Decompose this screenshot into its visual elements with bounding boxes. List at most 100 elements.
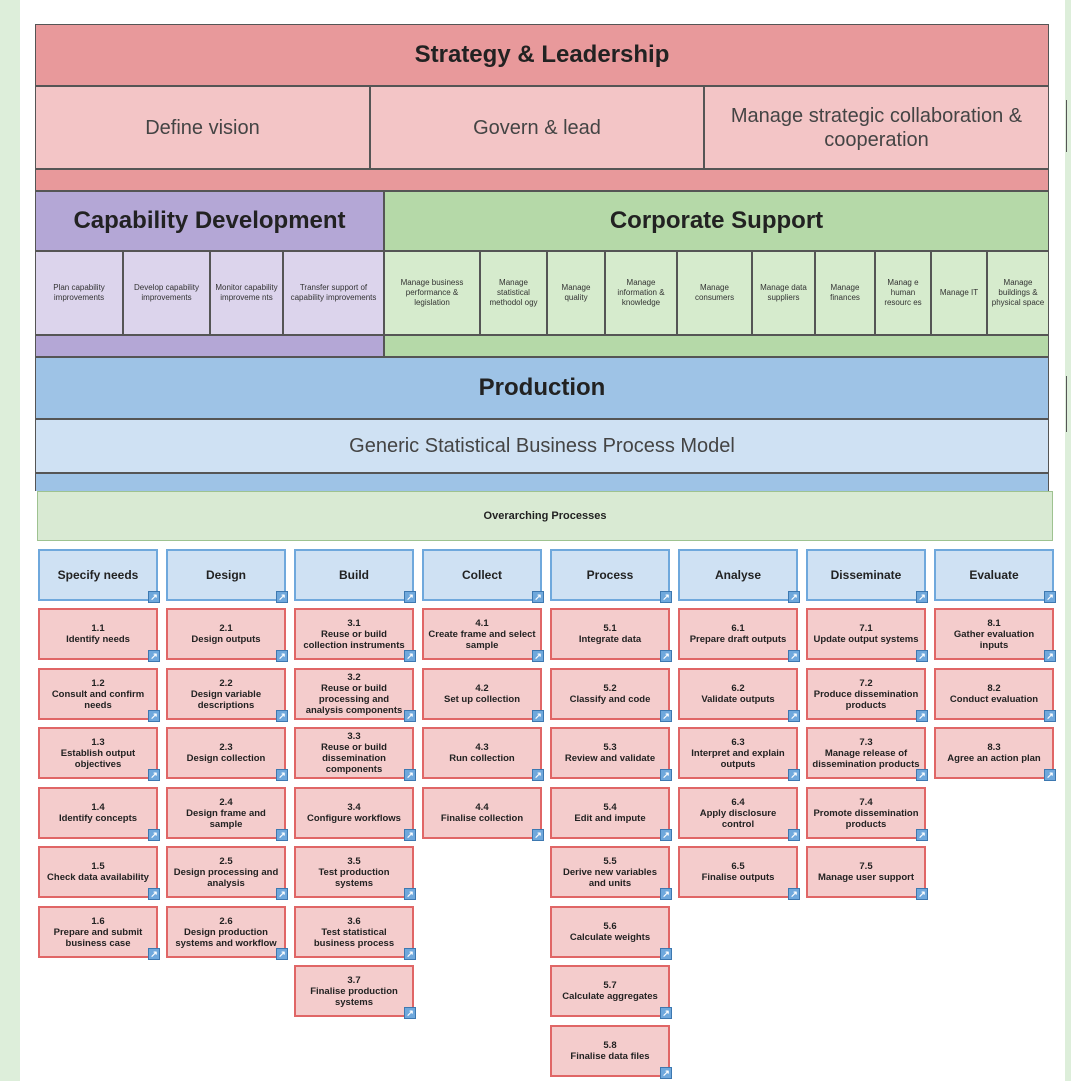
link-icon[interactable]: ↗ bbox=[532, 591, 544, 603]
link-icon[interactable]: ↗ bbox=[148, 948, 160, 960]
phase-collect[interactable]: Collect↗ bbox=[422, 549, 544, 603]
phase-design[interactable]: Design↗ bbox=[166, 549, 288, 603]
link-icon[interactable]: ↗ bbox=[404, 829, 416, 841]
link-icon[interactable]: ↗ bbox=[276, 829, 288, 841]
link-icon[interactable]: ↗ bbox=[1044, 710, 1056, 722]
link-icon[interactable]: ↗ bbox=[1044, 650, 1056, 662]
link-icon[interactable]: ↗ bbox=[916, 650, 928, 662]
link-icon[interactable]: ↗ bbox=[660, 769, 672, 781]
link-icon[interactable]: ↗ bbox=[404, 769, 416, 781]
link-icon[interactable]: ↗ bbox=[660, 650, 672, 662]
link-icon[interactable]: ↗ bbox=[532, 710, 544, 722]
link-icon[interactable]: ↗ bbox=[276, 591, 288, 603]
phase-disseminate[interactable]: Disseminate↗ bbox=[806, 549, 928, 603]
link-icon[interactable]: ↗ bbox=[404, 948, 416, 960]
phase-analyse[interactable]: Analyse↗ bbox=[678, 549, 800, 603]
phase-evaluate[interactable]: Evaluate↗ bbox=[934, 549, 1056, 603]
link-icon[interactable]: ↗ bbox=[276, 948, 288, 960]
link-icon[interactable]: ↗ bbox=[148, 650, 160, 662]
link-icon[interactable]: ↗ bbox=[1044, 591, 1056, 603]
link-icon[interactable]: ↗ bbox=[788, 888, 800, 900]
link-icon[interactable]: ↗ bbox=[532, 769, 544, 781]
link-icon[interactable]: ↗ bbox=[788, 769, 800, 781]
link-icon[interactable]: ↗ bbox=[148, 888, 160, 900]
link-icon[interactable]: ↗ bbox=[788, 650, 800, 662]
link-icon[interactable]: ↗ bbox=[788, 591, 800, 603]
link-icon[interactable]: ↗ bbox=[404, 591, 416, 603]
link-icon[interactable]: ↗ bbox=[660, 1067, 672, 1079]
link-icon[interactable]: ↗ bbox=[660, 710, 672, 722]
link-icon[interactable]: ↗ bbox=[148, 829, 160, 841]
link-icon[interactable]: ↗ bbox=[148, 769, 160, 781]
link-icon[interactable]: ↗ bbox=[276, 888, 288, 900]
link-icon[interactable]: ↗ bbox=[660, 591, 672, 603]
link-icon[interactable]: ↗ bbox=[788, 710, 800, 722]
link-icon[interactable]: ↗ bbox=[660, 1007, 672, 1019]
phase-specify-needs[interactable]: Specify needs↗ bbox=[38, 549, 160, 603]
link-icon[interactable]: ↗ bbox=[660, 888, 672, 900]
phase-build[interactable]: Build↗ bbox=[294, 549, 416, 603]
link-icon[interactable]: ↗ bbox=[404, 1007, 416, 1019]
link-icon[interactable]: ↗ bbox=[148, 591, 160, 603]
link-icon[interactable]: ↗ bbox=[1044, 769, 1056, 781]
link-icon[interactable]: ↗ bbox=[916, 591, 928, 603]
link-icon[interactable]: ↗ bbox=[916, 888, 928, 900]
link-icon[interactable]: ↗ bbox=[148, 710, 160, 722]
link-icon[interactable]: ↗ bbox=[916, 769, 928, 781]
link-icon[interactable]: ↗ bbox=[916, 829, 928, 841]
link-icon[interactable]: ↗ bbox=[276, 769, 288, 781]
link-icon[interactable]: ↗ bbox=[276, 650, 288, 662]
link-icon[interactable]: ↗ bbox=[788, 829, 800, 841]
link-icon[interactable]: ↗ bbox=[660, 948, 672, 960]
link-icon[interactable]: ↗ bbox=[532, 650, 544, 662]
link-icon[interactable]: ↗ bbox=[916, 710, 928, 722]
link-icon[interactable]: ↗ bbox=[660, 829, 672, 841]
link-icon[interactable]: ↗ bbox=[404, 650, 416, 662]
link-icon[interactable]: ↗ bbox=[276, 710, 288, 722]
link-icon[interactable]: ↗ bbox=[532, 829, 544, 841]
link-icon[interactable]: ↗ bbox=[404, 888, 416, 900]
